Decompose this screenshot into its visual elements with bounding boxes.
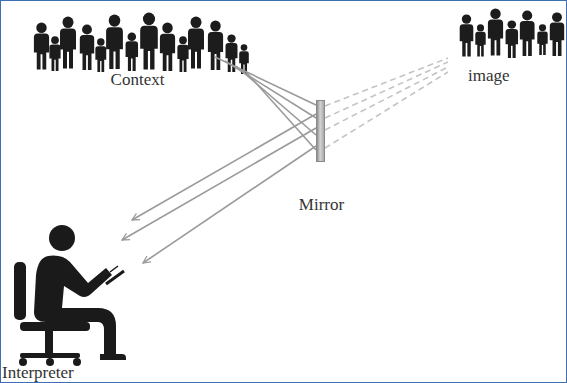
light-ray xyxy=(246,72,316,150)
pen-and-tablet xyxy=(106,266,124,284)
interpreter: Interpreter xyxy=(2,215,152,383)
context-crowd xyxy=(34,13,249,74)
node-label: Mirror xyxy=(281,195,362,215)
light-ray xyxy=(122,128,316,240)
image-group: image xyxy=(448,10,567,90)
virtual-ray xyxy=(325,67,448,130)
light-ray xyxy=(143,146,316,263)
node-label: image xyxy=(468,66,528,86)
image-crowd xyxy=(460,8,565,58)
context-group: Context xyxy=(20,8,255,98)
virtual-ray xyxy=(325,58,448,106)
mirror: Mirror xyxy=(316,100,325,162)
light-ray xyxy=(236,66,316,135)
node-label: Context xyxy=(20,70,255,90)
virtual-ray xyxy=(325,72,448,148)
light-ray xyxy=(225,61,316,118)
interpreter-figure xyxy=(14,225,126,366)
light-ray xyxy=(132,114,316,220)
node-label: Interpreter xyxy=(2,363,142,383)
